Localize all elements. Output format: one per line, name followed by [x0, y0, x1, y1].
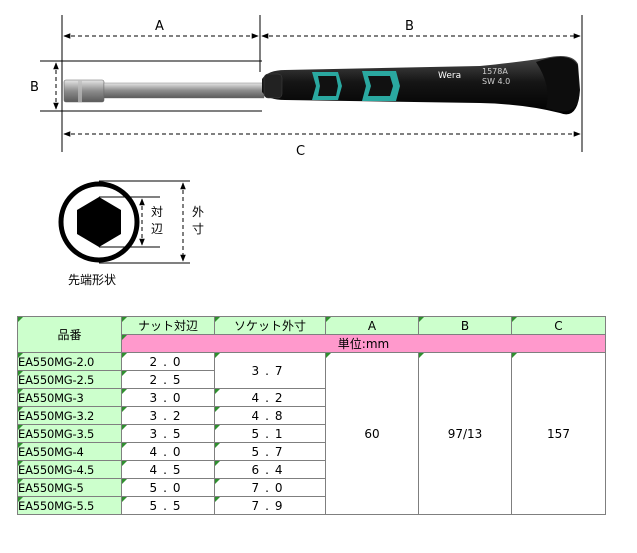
nut-cell: 5.0 — [121, 478, 215, 497]
model-cell: EA550MG-3.5 — [17, 424, 122, 443]
across-flats-label-1: 対 — [151, 205, 163, 219]
socket-cell: 7.9 — [214, 496, 326, 515]
table-row: EA550MG-5 5.0 7.0 — [17, 478, 606, 497]
handle-text-2: SW 4.0 — [482, 77, 510, 86]
dimension-label-b: B — [405, 19, 414, 34]
handle-text-1: 1578A — [482, 67, 508, 76]
value-a-cell: 60 — [325, 352, 419, 515]
nut-cell: 5.5 — [121, 496, 215, 515]
model-cell: EA550MG-4 — [17, 442, 122, 461]
across-flats-label-2: 辺 — [151, 222, 163, 236]
outer-dimension-label-1: 外 — [192, 205, 204, 219]
handle-brand: Wera — [438, 71, 461, 81]
table-row: EA550MG-2.5 2.5 — [17, 370, 606, 389]
nut-cell: 3.0 — [121, 388, 215, 407]
model-cell: EA550MG-3.2 — [17, 406, 122, 425]
socket-cell: 4.8 — [214, 406, 326, 425]
header-nut-size: ナット対辺 — [121, 316, 215, 335]
unit-row: 単位:mm — [121, 334, 606, 353]
nut-cell: 4.0 — [121, 442, 215, 461]
socket-cell: 3.7 — [214, 352, 326, 389]
header-socket-size: ソケット外寸 — [214, 316, 326, 335]
nut-cell: 3.2 — [121, 406, 215, 425]
nut-cell: 2.0 — [121, 352, 215, 371]
model-cell: EA550MG-3 — [17, 388, 122, 407]
screwdriver-image: Wera 1578A SW 4.0 — [63, 56, 580, 115]
table-row: EA550MG-3.5 3.5 5.1 — [17, 424, 606, 443]
tip-shape-diagram: 対 辺 外 寸 先端形状 — [58, 180, 204, 287]
model-cell: EA550MG-4.5 — [17, 460, 122, 479]
spec-table: 品番 ナット対辺 ソケット外寸 A B C 単位:mm EA550MG-2.0 … — [17, 316, 606, 515]
dimension-label-c: C — [296, 144, 305, 159]
header-b: B — [418, 316, 512, 335]
dimension-label-a: A — [155, 19, 164, 34]
header-model: 品番 — [17, 316, 122, 353]
value-c-cell: 157 — [511, 352, 606, 515]
model-cell: EA550MG-2.5 — [17, 370, 122, 389]
table-row: EA550MG-4.5 4.5 6.4 — [17, 460, 606, 479]
dimension-label-b-height: B — [30, 80, 39, 95]
outer-dimension-label-2: 寸 — [192, 222, 204, 236]
value-b-cell: 97/13 — [418, 352, 512, 515]
screwdriver-diagram: A B C B Wera 1578A SW 4.0 対 辺 外 寸 先端形状 — [30, 15, 583, 287]
socket-cell: 5.7 — [214, 442, 326, 461]
socket-cell: 5.1 — [214, 424, 326, 443]
header-a: A — [325, 316, 419, 335]
model-cell: EA550MG-2.0 — [17, 352, 122, 371]
table-row: EA550MG-5.5 5.5 7.9 — [17, 496, 606, 515]
table-row: EA550MG-4 4.0 5.7 — [17, 442, 606, 461]
nut-cell: 2.5 — [121, 370, 215, 389]
socket-cell: 6.4 — [214, 460, 326, 479]
model-cell: EA550MG-5.5 — [17, 496, 122, 515]
table-row: EA550MG-2.0 2.0 3.7 60 97/13 157 — [17, 352, 606, 515]
model-cell: EA550MG-5 — [17, 478, 122, 497]
socket-cell: 7.0 — [214, 478, 326, 497]
socket-cell: 4.2 — [214, 388, 326, 407]
nut-cell: 3.5 — [121, 424, 215, 443]
tip-shape-caption: 先端形状 — [68, 273, 116, 287]
header-c: C — [511, 316, 606, 335]
nut-cell: 4.5 — [121, 460, 215, 479]
